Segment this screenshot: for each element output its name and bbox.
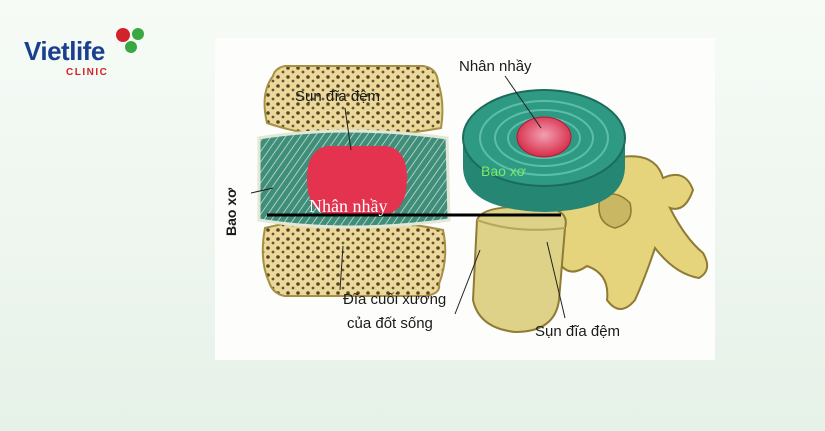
label-nucleus-right: Nhân nhầy [459,58,532,75]
label-top-cartilage: Sụn đĩa đệm [295,88,381,105]
label-annulus-vertical: Bao xơ [223,187,239,236]
right-endplate-pointer [454,249,481,315]
spine-disc-illustration: Sụn đĩa đệm Bao xơ Nhân nhầy Nhân nhầy B… [215,38,715,360]
label-nucleus-overlay: Nhân nhầy [309,196,388,216]
logo-wordmark: Vietlife [24,36,105,66]
logo-dots-icon [116,28,144,53]
label-endplate-line1: Đĩa cuối xương [343,291,447,308]
spine-drawing [250,65,709,334]
left-cartilage-pointer [344,107,352,151]
left-annulus-pointer [250,187,274,194]
left-vertebra-lower [261,218,447,297]
right-nucleus-pointer [504,75,542,129]
right-disc [462,89,626,212]
label-annulus-right: Bao xơ [481,163,526,179]
left-disc [257,129,451,229]
right-cartilage-pointer [546,241,566,319]
logo-subtitle: CLINIC [66,67,109,78]
left-endplate-pointer [339,245,344,291]
vietlife-logo: Vietlife CLINIC [24,26,154,78]
label-endplate-line2: của đốt sống [347,315,433,332]
right-vertebra-body [471,205,567,334]
label-bottom-cartilage: Sụn đĩa đệm [535,323,621,340]
